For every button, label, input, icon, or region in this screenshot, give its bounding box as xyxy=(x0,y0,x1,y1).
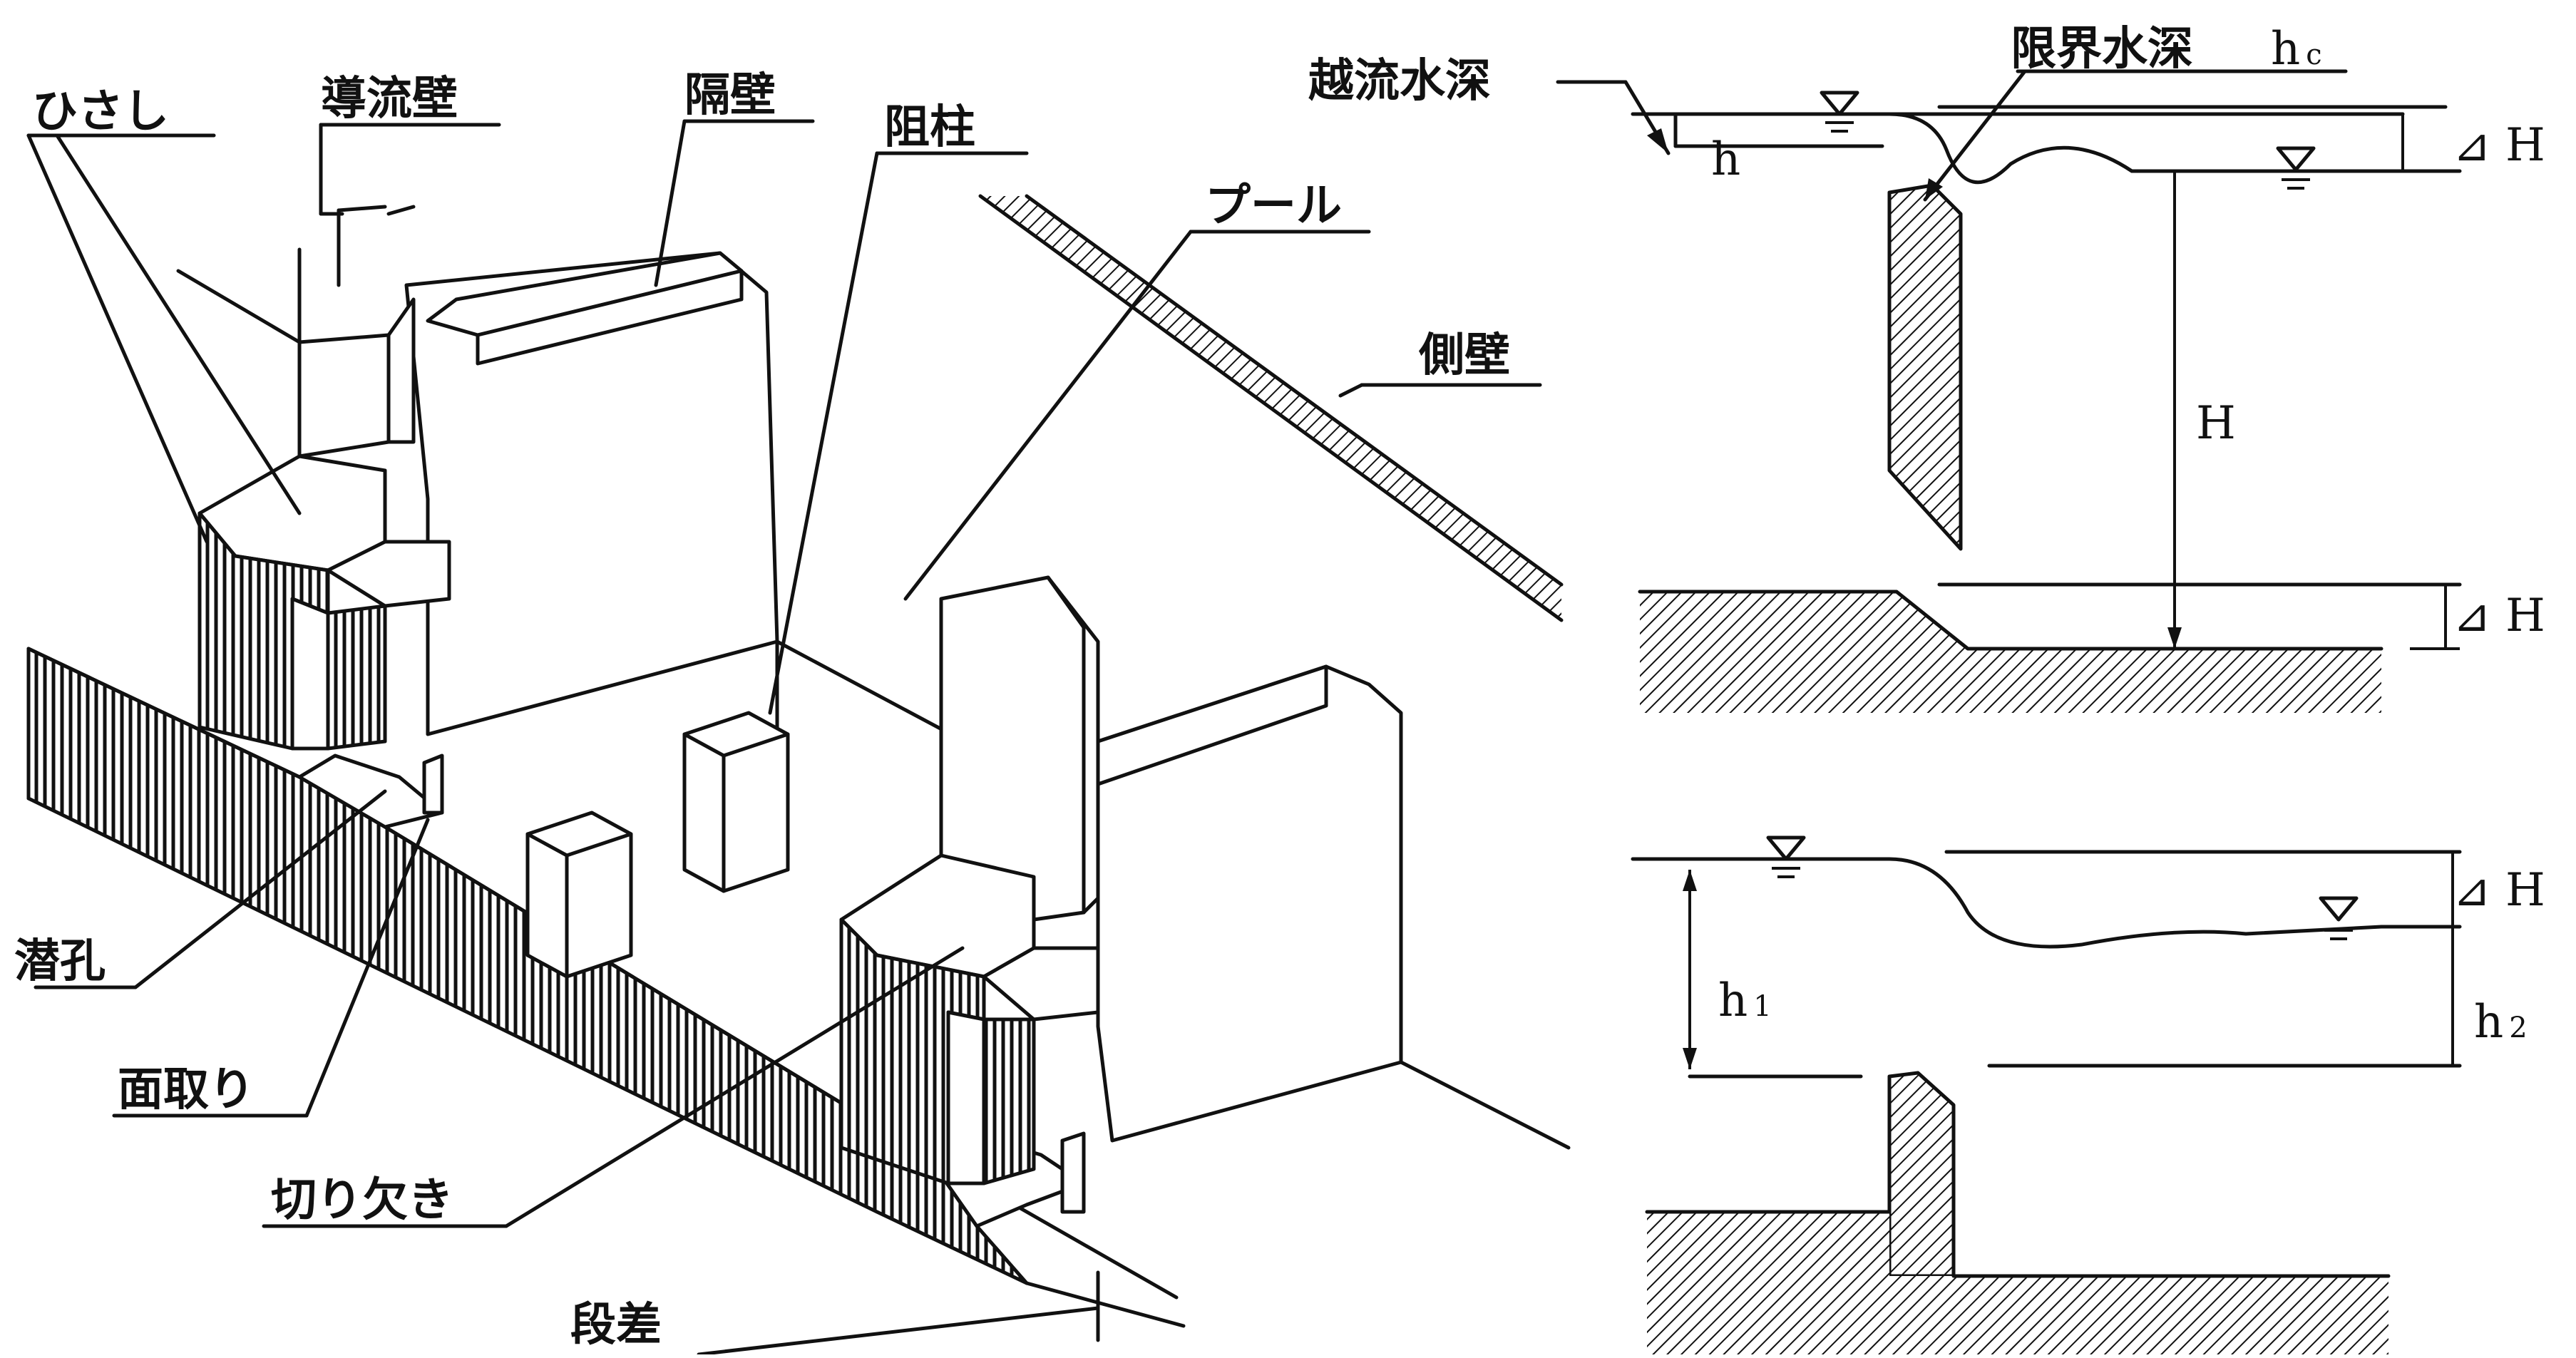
label-step: 段差 xyxy=(570,1299,662,1352)
label-critical-depth: 限界水深 xyxy=(2011,23,2193,76)
floor-line-right xyxy=(1399,1060,1571,1150)
label-overflow-depth: 越流水深 xyxy=(1308,55,1491,108)
orifice-wall xyxy=(1887,1071,1956,1278)
label-side-wall: 側壁 xyxy=(1418,329,1510,382)
water-level-marker-left xyxy=(1820,91,1859,133)
baffle-blocks xyxy=(525,711,790,979)
leader-lines xyxy=(26,119,1542,1357)
bed-lower xyxy=(1647,1212,2388,1354)
label-hisashi: ひさし xyxy=(32,86,169,138)
label-baffle: 阻柱 xyxy=(884,101,975,154)
label-delta-H-bottom: ⊿ H xyxy=(2453,864,2545,917)
label-guide-wall: 導流壁 xyxy=(321,73,458,125)
weir-wall xyxy=(1887,183,1963,551)
label-delta-H-mid: ⊿ H xyxy=(2453,590,2545,642)
label-notch: 切り欠き xyxy=(271,1174,453,1227)
partition-left xyxy=(176,205,779,751)
orifice-left xyxy=(297,753,444,829)
bed-upper xyxy=(1640,592,2381,713)
label-partition: 隔壁 xyxy=(684,69,776,122)
isometric-fishway: ひさし 導流壁 隔壁 阻柱 プール 側壁 潜孔 面取り 切り欠き 段差 xyxy=(14,69,1571,1357)
label-H: H xyxy=(2196,397,2236,450)
water-level-marker-right xyxy=(2276,146,2316,190)
water-level-marker-bottom-right xyxy=(2319,896,2359,940)
label-orifice: 潜孔 xyxy=(14,935,106,988)
label-pool: プール xyxy=(1205,180,1342,232)
partition-right xyxy=(839,575,1403,1185)
label-h: h xyxy=(1711,133,1740,186)
label-chamfer: 面取り xyxy=(118,1064,255,1116)
water-level-marker-bottom-left xyxy=(1766,835,1806,878)
label-delta-H-top: ⊿ H xyxy=(2453,119,2545,172)
